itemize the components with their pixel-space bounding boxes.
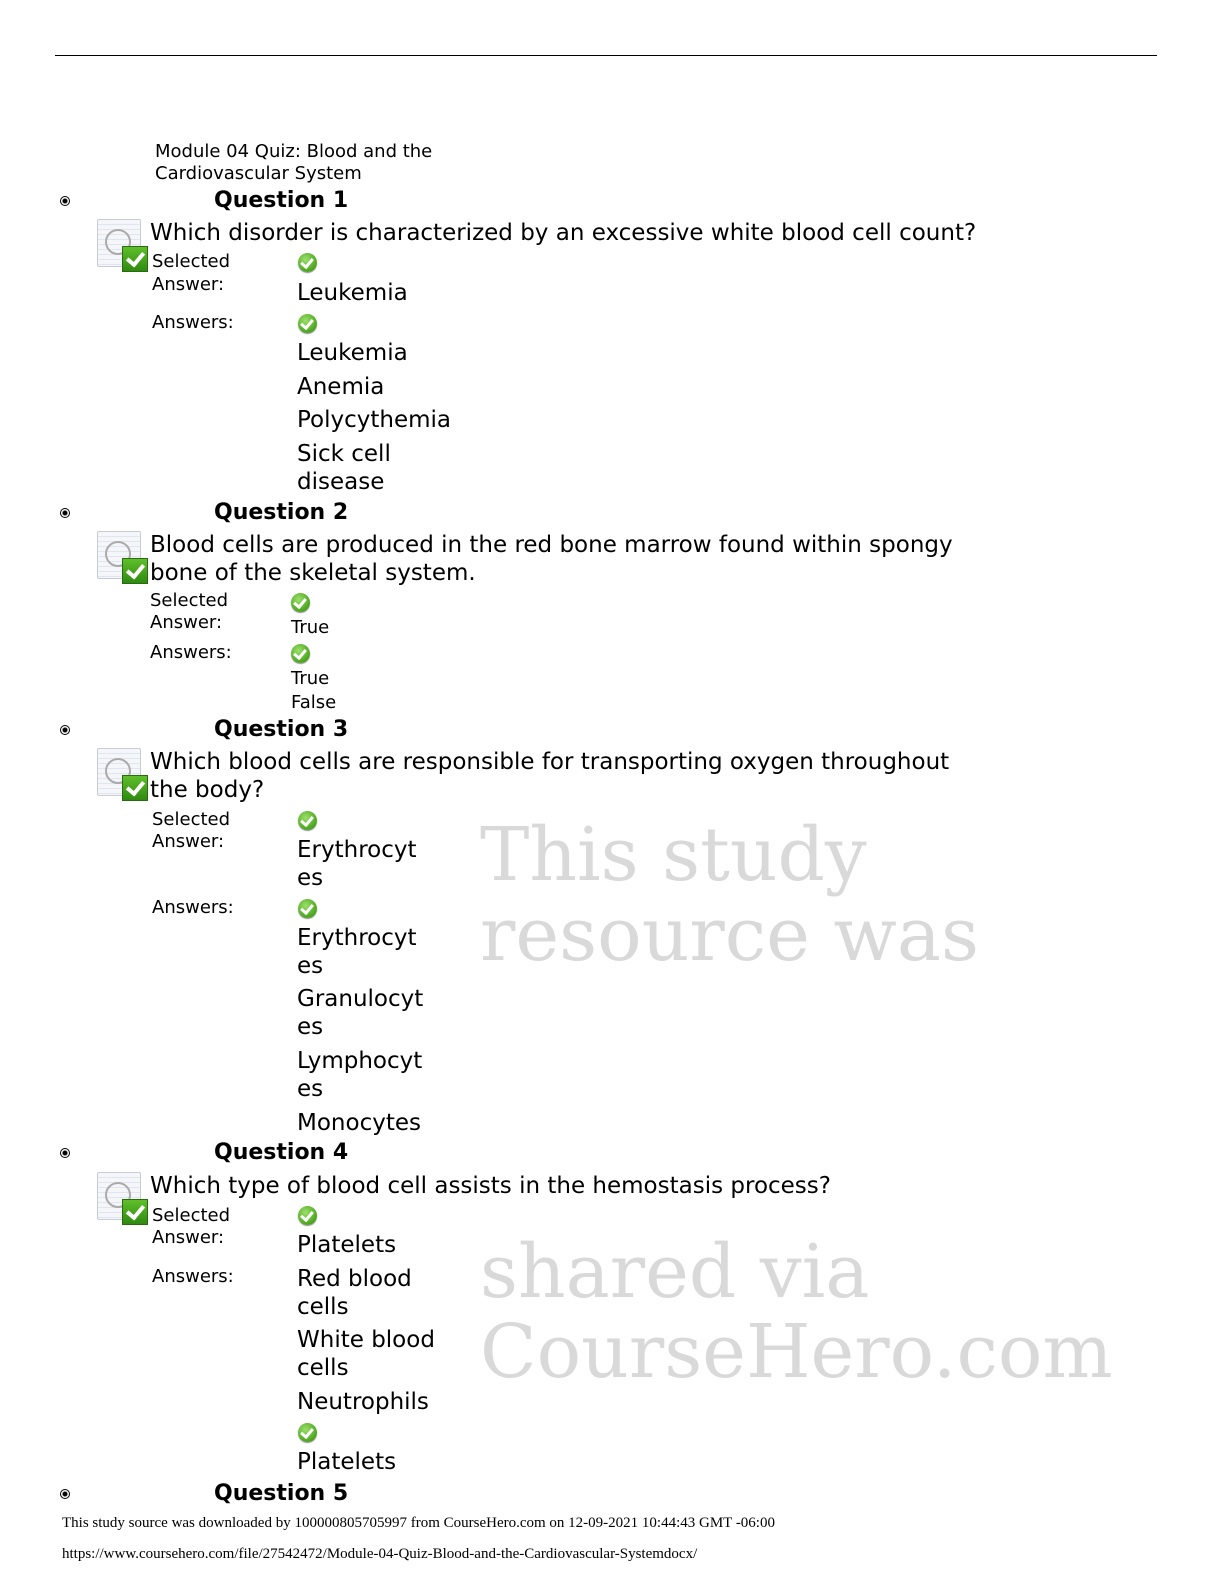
q4-answer-2: White blood cells — [297, 1327, 435, 1381]
question-2-heading: Question 2 — [214, 500, 349, 525]
q3-answer-4: Monocytes — [297, 1110, 421, 1136]
selected-answer-label-2: Answer: — [152, 1227, 225, 1248]
question-3-heading: Question 3 — [214, 717, 349, 742]
header-rule — [55, 55, 1157, 56]
q4-answer-3: Neutrophils — [297, 1389, 429, 1415]
watermark-line-1: This study resource was — [480, 812, 979, 978]
answers-label: Answers: — [150, 642, 232, 663]
correct-check-icon — [298, 811, 317, 830]
q2-selected-answer: True — [291, 592, 351, 640]
bullet-icon — [60, 196, 70, 206]
q3-answer-2: Granulocytes — [297, 986, 424, 1040]
bullet-icon — [60, 725, 70, 735]
correct-check-icon — [298, 1206, 317, 1225]
q1-answer-1: Leukemia — [297, 340, 408, 366]
q3-answer-1: Erythrocytes — [297, 925, 417, 979]
selected-answer-label: Selected — [150, 590, 229, 611]
q1-answer-4: Sick cell disease — [297, 441, 391, 495]
selected-answer-label: Selected — [152, 809, 231, 830]
correct-question-icon — [97, 531, 148, 584]
correct-check-icon — [291, 644, 310, 663]
answers-label: Answers: — [152, 312, 234, 333]
q2-answer-1: True — [291, 643, 351, 691]
q2-answer-2: False — [291, 692, 337, 713]
q3-answer-3: Lymphocytes — [297, 1048, 423, 1102]
correct-question-icon — [97, 748, 148, 801]
selected-answer-label: Selected — [152, 251, 231, 272]
q4-answer-4: Platelets — [297, 1449, 397, 1475]
watermark-line-2: shared via CourseHero.com — [480, 1229, 1113, 1395]
question-4-text: Which type of blood cell assists in the … — [150, 1173, 831, 1199]
question-5-heading: Question 5 — [214, 1481, 349, 1506]
correct-question-icon — [97, 219, 148, 272]
quiz-title-line-2: Cardiovascular System — [155, 163, 362, 184]
source-url[interactable]: https://www.coursehero.com/file/27542472… — [62, 1546, 698, 1562]
correct-check-icon — [298, 899, 317, 918]
download-source-notice: This study source was downloaded by 1000… — [62, 1515, 775, 1531]
q4-selected-answer: Platelets — [297, 1232, 397, 1258]
question-2-text-line-2: bone of the skeletal system. — [150, 560, 476, 586]
question-4-heading: Question 4 — [214, 1140, 349, 1165]
question-1-text: Which disorder is characterized by an ex… — [150, 220, 977, 246]
selected-answer-label-2: Answer: — [152, 831, 225, 852]
quiz-title-line-1: Module 04 Quiz: Blood and the — [155, 141, 433, 162]
answers-label: Answers: — [152, 1266, 234, 1287]
correct-check-icon — [298, 253, 317, 272]
question-2-text-line-1: Blood cells are produced in the red bone… — [150, 532, 953, 558]
answers-label: Answers: — [152, 897, 234, 918]
correct-check-icon — [298, 314, 317, 333]
selected-answer-label: Selected — [152, 1205, 231, 1226]
q1-selected-answer: Leukemia — [297, 280, 408, 306]
q2-answer-1-text: True — [291, 668, 330, 689]
selected-answer-label-2: Answer: — [152, 274, 225, 295]
bullet-icon — [60, 1148, 70, 1158]
q1-answer-3: Polycythemia — [297, 407, 452, 433]
bullet-icon — [60, 508, 70, 518]
bullet-icon — [60, 1489, 70, 1499]
q1-answer-2: Anemia — [297, 374, 385, 400]
correct-question-icon — [97, 1172, 148, 1225]
selected-answer-label-2: Answer: — [150, 612, 223, 633]
question-3-text-line-2: the body? — [150, 777, 265, 803]
question-3-text-line-1: Which blood cells are responsible for tr… — [150, 749, 950, 775]
q4-answer-1: Red blood cells — [297, 1266, 412, 1320]
q3-selected-answer: Erythrocytes — [297, 837, 417, 891]
correct-check-icon — [291, 593, 310, 612]
correct-check-icon — [298, 1423, 317, 1442]
q2-selected-text: True — [291, 617, 330, 638]
question-1-heading: Question 1 — [214, 188, 349, 213]
